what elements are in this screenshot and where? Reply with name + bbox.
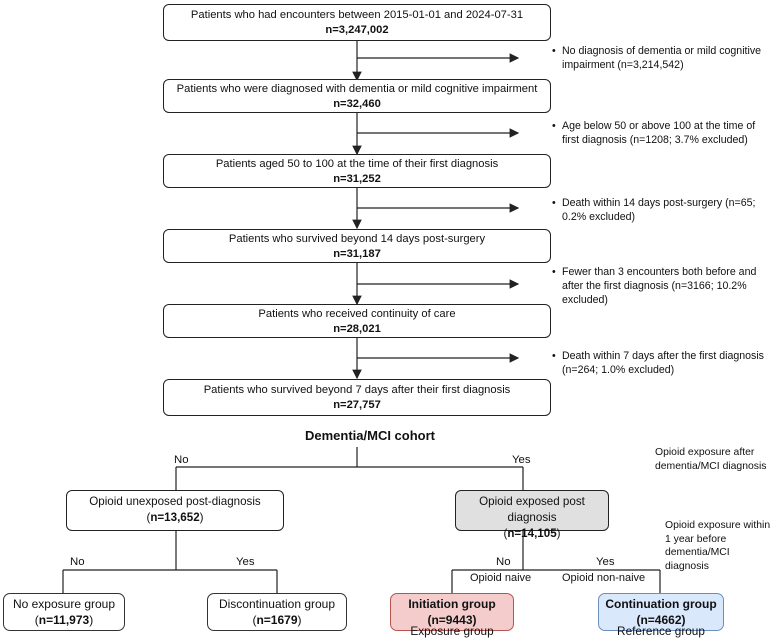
flow-count: n=3,247,002	[325, 24, 389, 36]
flow-count: n=28,021	[333, 323, 381, 335]
flow-box-encounters: Patients who had encounters between 2015…	[163, 4, 551, 41]
flow-count: n=27,757	[333, 399, 381, 411]
branch-yes-label: Yes	[512, 454, 531, 466]
discontinuation-group-box: Discontinuation group (n=1679)	[207, 593, 347, 631]
reference-group-label: Reference group	[617, 624, 705, 638]
exposed-yes-label: Yes	[596, 556, 615, 568]
flow-box-survived-7: Patients who survived beyond 7 days afte…	[163, 379, 551, 416]
flow-text: Patients who were diagnosed with dementi…	[176, 83, 538, 95]
opioid-before-note: Opioid exposure within 1 year before dem…	[665, 520, 771, 572]
unexposed-no-label: No	[70, 556, 85, 568]
unexposed-yes-label: Yes	[236, 556, 255, 568]
flow-box-continuity: Patients who received continuity of care…	[163, 304, 551, 338]
exclusion-note: •Death within 14 days post-surgery (n=65…	[552, 197, 756, 223]
exclusion-note: •Death within 7 days after the first dia…	[552, 350, 764, 376]
no-exposure-group-box: No exposure group (n=11,973)	[3, 593, 125, 631]
flow-text: Patients who had encounters between 2015…	[190, 9, 524, 21]
exposed-no-label: No	[496, 556, 511, 568]
opioid-unexposed-box: Opioid unexposed post-diagnosis (n=13,65…	[66, 490, 284, 531]
flow-box-aged: Patients aged 50 to 100 at the time of t…	[163, 154, 551, 188]
exposure-group-label: Exposure group	[410, 624, 494, 638]
continuation-group-box: Continuation group (n=4662)	[598, 593, 724, 631]
cohort-label: Dementia/MCI cohort	[304, 428, 435, 443]
exclusion-note: •No diagnosis of dementia or mild cognit…	[552, 45, 762, 71]
flow-box-survived-14: Patients who survived beyond 14 days pos…	[163, 229, 551, 263]
exclusion-note: •Fewer than 3 encounters both before and…	[552, 266, 757, 306]
branch-no-label: No	[174, 454, 189, 466]
opioid-after-note: Opioid exposure after dementia/MCI diagn…	[655, 447, 767, 472]
flow-text: Patients who survived beyond 14 days pos…	[228, 233, 486, 245]
flow-text: Patients who received continuity of care	[258, 308, 456, 320]
opioid-naive-label: Opioid naive	[470, 572, 532, 584]
flow-text: Patients aged 50 to 100 at the time of t…	[215, 158, 499, 170]
initiation-group-box: Initiation group (n=9443)	[390, 593, 514, 631]
opioid-exposed-box: Opioid exposed post diagnosis (n=14,105)	[455, 490, 609, 540]
flow-count: n=32,460	[333, 98, 381, 110]
flow-box-diagnosed: Patients who were diagnosed with dementi…	[163, 79, 551, 113]
opioid-non-naive-label: Opioid non-naive	[562, 572, 646, 584]
flow-count: n=31,252	[333, 173, 381, 185]
exclusion-note: •Age below 50 or above 100 at the time o…	[552, 120, 756, 146]
flow-count: n=31,187	[333, 248, 381, 260]
flow-text: Patients who survived beyond 7 days afte…	[203, 384, 511, 396]
